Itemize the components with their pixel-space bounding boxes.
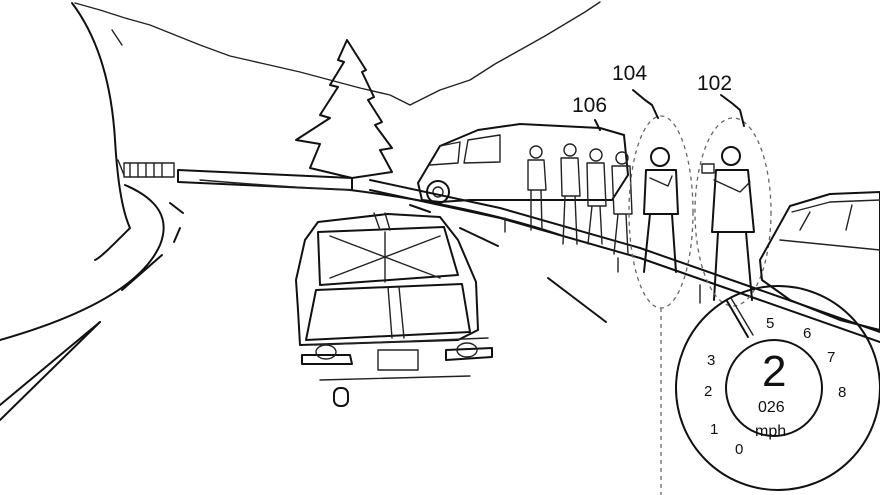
license-plate [377, 349, 419, 371]
gauge-tick-3: 3 [707, 352, 715, 369]
road-edge-right [349, 189, 561, 236]
gauge-tick-6: 6 [803, 325, 811, 342]
lane-dash [169, 202, 184, 214]
ref-label-106: 106 [572, 94, 607, 117]
gauge-needle [726, 300, 749, 338]
van [417, 123, 629, 203]
ref-label-104: 104 [612, 62, 647, 85]
highlight-oval-102 [694, 117, 772, 307]
leader-104 [632, 89, 659, 119]
leader-106 [594, 119, 601, 131]
mountain-ridge-left [74, 2, 411, 106]
camera-icon [701, 163, 715, 174]
gauge-tick-8: 8 [838, 384, 846, 401]
person-104 [643, 147, 679, 273]
speed-unit: mph [755, 423, 786, 440]
person-102 [701, 146, 755, 301]
lane-dash [0, 321, 101, 406]
road-edge-left-inner [0, 321, 101, 421]
speed-gauge: 0 1 2 3 5 6 7 8 2 026 mph [675, 285, 880, 491]
spectator-group-106 [527, 143, 633, 255]
parked-car [759, 191, 880, 331]
gauge-tick-0: 0 [735, 441, 743, 458]
gauge-tick-2: 2 [704, 383, 712, 400]
ref-label-102: 102 [697, 72, 732, 95]
lane-dash [409, 204, 431, 213]
rally-car [295, 212, 493, 407]
distant-barrier [123, 162, 175, 178]
gauge-outer-ring [675, 285, 880, 491]
highlight-oval-104 [628, 115, 694, 309]
mountain-ridge-right [409, 1, 601, 106]
lane-dash [121, 254, 163, 291]
road-edge-left [0, 184, 165, 341]
speed-readout: 026 [758, 399, 785, 416]
lane-dash [547, 277, 607, 323]
gauge-tick-7: 7 [827, 349, 835, 366]
gear-indicator: 2 [762, 347, 786, 396]
gauge-inner-dial [725, 339, 823, 437]
leader-102 [720, 94, 745, 127]
lane-dash [173, 227, 181, 243]
pine-tree [295, 39, 393, 179]
cliff-wall [71, 2, 131, 261]
lane-dash [459, 227, 499, 247]
gauge-tick-1: 1 [710, 421, 718, 438]
gauge-tick-5: 5 [766, 315, 774, 332]
